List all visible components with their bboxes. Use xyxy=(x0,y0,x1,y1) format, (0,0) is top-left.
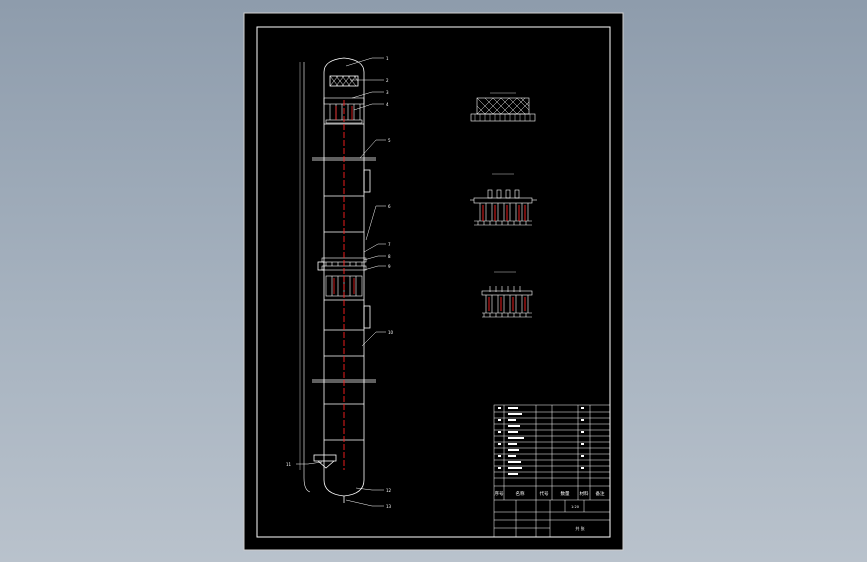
bom-header-seq: 序号 xyxy=(495,490,504,497)
callout-7: 7 xyxy=(388,242,391,247)
drawing-sheet xyxy=(243,12,624,551)
callout-13: 13 xyxy=(386,504,392,509)
bom-header-note: 备注 xyxy=(596,490,605,497)
title-block: 1:20 共 张 xyxy=(571,505,585,531)
bom-header-code: 代号 xyxy=(540,490,549,497)
callout-11: 11 xyxy=(286,462,292,467)
detail-b-red-tubes xyxy=(482,205,526,221)
callout-12: 12 xyxy=(386,488,392,493)
callout-10: 10 xyxy=(388,330,394,335)
callout-numbers: 1 2 3 4 5 6 7 8 9 10 11 12 13 xyxy=(286,56,394,509)
callout-5: 5 xyxy=(388,138,391,143)
detail-demister-pad xyxy=(470,92,536,122)
bom-header-material: 材料 xyxy=(580,490,589,497)
callout-6: 6 xyxy=(388,204,391,209)
drawing-border xyxy=(256,26,611,538)
callout-8: 8 xyxy=(388,254,391,259)
title-block-sheet: 共 张 xyxy=(575,525,584,531)
title-block-scale: 1:20 xyxy=(571,505,579,509)
callout-leaders xyxy=(296,57,386,507)
center-feed-pipe xyxy=(333,100,355,470)
parts-list-table xyxy=(493,404,611,538)
detail-c-red-tubes xyxy=(488,297,526,311)
callout-2: 2 xyxy=(386,78,389,83)
callout-1: 1 xyxy=(386,56,389,61)
bom-header-qty: 数量 xyxy=(561,490,570,497)
detail-redistributor xyxy=(481,271,533,318)
callout-9: 9 xyxy=(388,264,391,269)
bom-header-name: 名称 xyxy=(516,490,525,497)
callout-3: 3 xyxy=(386,90,389,95)
detail-liquid-distributor xyxy=(470,173,537,226)
callout-4: 4 xyxy=(386,102,389,107)
parts-list-headers: 序号 名称 代号 数量 材料 备注 xyxy=(495,490,605,497)
parts-list-text-marks xyxy=(498,407,584,475)
